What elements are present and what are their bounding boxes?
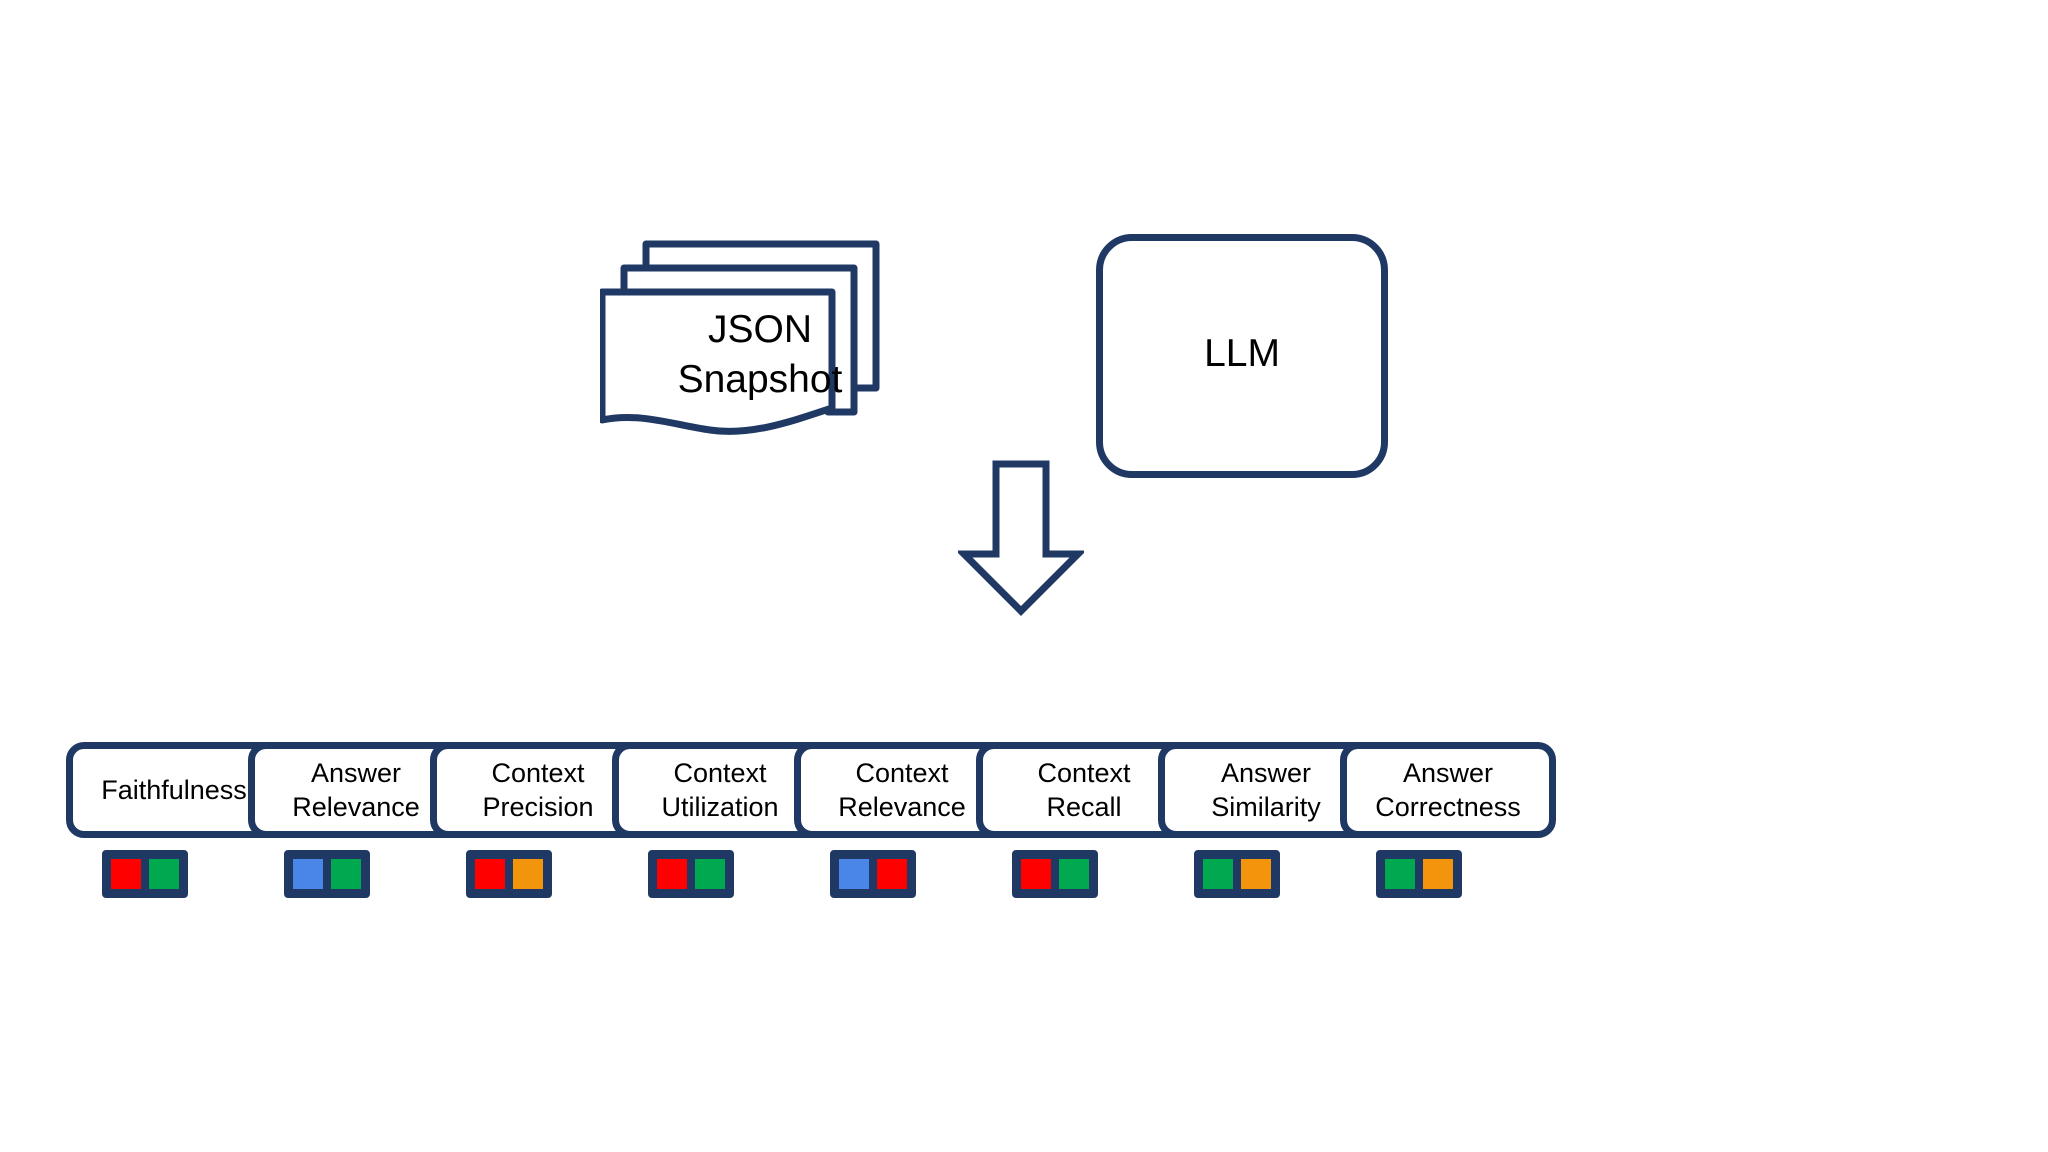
chip-2 (1055, 855, 1093, 893)
metric-answer-relevance[interactable]: Answer Relevance (248, 742, 464, 898)
metric-chips (284, 850, 370, 898)
metrics-row: Faithfulness Answer Relevance Context Pr… (0, 742, 2048, 942)
llm-box (1096, 234, 1388, 478)
chip-2 (691, 855, 729, 893)
metric-chips (1194, 850, 1280, 898)
metric-box[interactable]: Context Recall (976, 742, 1192, 838)
llm-label: LLM (1204, 332, 1280, 375)
metric-context-utilization[interactable]: Context Utilization (612, 742, 828, 898)
metric-label: Context Utilization (661, 758, 779, 822)
metric-box[interactable]: Answer Correctness (1340, 742, 1556, 838)
metric-box[interactable]: Context Utilization (612, 742, 828, 838)
chip-2 (1419, 855, 1457, 893)
metric-label: Answer Similarity (1211, 758, 1321, 822)
json-snapshot-label: JSON Snapshot (677, 308, 843, 401)
metric-chips (1012, 850, 1098, 898)
metric-answer-correctness[interactable]: Answer Correctness (1340, 742, 1556, 898)
chip-1 (289, 855, 327, 893)
metric-context-recall[interactable]: Context Recall (976, 742, 1192, 898)
metric-box[interactable]: Answer Relevance (248, 742, 464, 838)
metric-chips (466, 850, 552, 898)
metric-context-relevance[interactable]: Context Relevance (794, 742, 1010, 898)
chip-1 (653, 855, 691, 893)
metric-label: Faithfulness (101, 775, 247, 805)
metric-box[interactable]: Context Precision (430, 742, 646, 838)
chip-1 (1381, 855, 1419, 893)
metric-label: Answer Relevance (292, 758, 420, 822)
metric-context-precision[interactable]: Context Precision (430, 742, 646, 898)
metric-chips (648, 850, 734, 898)
chip-1 (1017, 855, 1055, 893)
chip-1 (471, 855, 509, 893)
metric-chips (1376, 850, 1462, 898)
metric-box[interactable]: Context Relevance (794, 742, 1010, 838)
chip-2 (327, 855, 365, 893)
down-arrow-icon (958, 460, 1084, 616)
metric-faithfulness[interactable]: Faithfulness (66, 742, 282, 898)
chip-2 (1237, 855, 1275, 893)
chip-2 (145, 855, 183, 893)
document-stack-icon (600, 240, 880, 435)
metric-label: Answer Correctness (1375, 758, 1521, 822)
metric-chips (102, 850, 188, 898)
chip-2 (873, 855, 911, 893)
metric-box[interactable]: Faithfulness (66, 742, 282, 838)
flow-arrow (958, 458, 1084, 618)
chip-1 (835, 855, 873, 893)
chip-1 (1199, 855, 1237, 893)
json-snapshot-stack (600, 230, 980, 470)
chip-1 (107, 855, 145, 893)
metric-label: Context Recall (1037, 758, 1131, 822)
metric-chips (830, 850, 916, 898)
metric-answer-similarity[interactable]: Answer Similarity (1158, 742, 1374, 898)
chip-2 (509, 855, 547, 893)
metric-label: Context Relevance (838, 758, 966, 822)
metric-label: Context Precision (482, 758, 594, 822)
